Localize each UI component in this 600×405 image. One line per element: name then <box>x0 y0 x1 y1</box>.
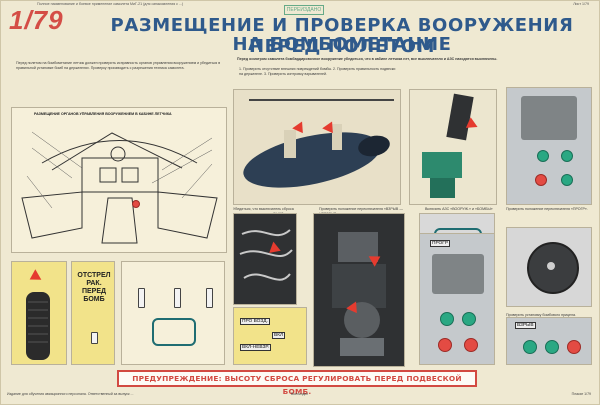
step-text-4: Проверить положение переключателя «ПРОГР… <box>506 207 588 211</box>
cockpit-drawing <box>21 131 218 244</box>
lever-image <box>422 93 474 198</box>
switch-label-4: ПРОГР <box>430 240 451 247</box>
intro-text: Перед полетом на бомбометание летчик дол… <box>16 61 221 70</box>
cockpit-heading: РАЗМЕЩЕНИЕ ОРГАНОВ УПРАВЛЕНИЯ ВООРУЖЕНИЕ… <box>34 112 172 116</box>
red-knob-4 <box>567 340 581 354</box>
mech-image <box>332 232 386 356</box>
green-knob-7 <box>545 340 559 354</box>
lever-panel <box>409 89 497 205</box>
control-panel-bottom-right: ВЗРЫВ <box>506 317 592 365</box>
title-line-2: НА БОМБОМЕТАНИЕ <box>232 34 452 55</box>
control-panel-top-right <box>506 87 592 205</box>
grip-image <box>26 292 50 360</box>
control-panel-box <box>521 96 577 140</box>
switch-label-1: ПРО ВОЗД. <box>240 318 270 325</box>
wire-panel <box>233 213 297 305</box>
top-left-small: Полное наименование и боевое применение … <box>37 2 184 6</box>
handle-label-panel: ОТСТРЕЛ РАК. ПЕРЕД БОМБ <box>71 261 115 365</box>
green-knob-6 <box>523 340 537 354</box>
title-line-1: РАЗМЕЩЕНИЕ И ПРОВЕРКА ВООРУЖЕНИЯ ПЕРЕД П… <box>110 15 574 57</box>
bottom-right: Плакат 1/79 <box>571 392 591 396</box>
red-knob-1 <box>535 174 547 186</box>
handle-label: ОТСТРЕЛ РАК. ПЕРЕД БОМБ <box>77 272 111 303</box>
bomb-points: 1. Проверить отсутствие внешних поврежде… <box>239 67 396 76</box>
green-knob-1 <box>537 150 549 162</box>
cockpit-red-marker <box>132 200 140 208</box>
label-panel: ПРО ВОЗД. ВКЛ ВКЛ-НЕВЗР. <box>233 307 307 365</box>
top-right-small: Лист 1/79 <box>573 2 589 6</box>
dial-panel <box>506 227 592 307</box>
switch-panel-1 <box>121 261 225 365</box>
switch-b <box>174 288 181 308</box>
bomb-intro: Перед осмотром самолета бомбардировочное… <box>237 57 498 61</box>
switch-label-2: ВКЛ <box>272 332 286 339</box>
header: 1/79 РАЗМЕЩЕНИЕ И ПРОВЕРКА ВООРУЖЕНИЯ ПЕ… <box>1 1 600 57</box>
bottom-left: Издание для обучения авиационного персон… <box>7 392 134 396</box>
cable-loop <box>152 318 196 346</box>
green-knob-4 <box>440 312 454 326</box>
red-knob-2 <box>438 338 452 352</box>
green-knob-3 <box>561 174 573 186</box>
handle-switch <box>91 332 98 344</box>
switch-a <box>138 288 145 308</box>
warning: ПРЕДУПРЕЖДЕНИЕ: ВЫСОТУ СБРОСА РЕГУЛИРОВА… <box>117 370 477 396</box>
dial-center <box>547 262 555 270</box>
switch-c <box>206 288 213 308</box>
bomb-image <box>243 99 394 188</box>
red-knob-3 <box>464 338 478 352</box>
cockpit-panel: РАЗМЕЩЕНИЕ ОРГАНОВ УПРАВЛЕНИЯ ВООРУЖЕНИЕ… <box>11 107 227 253</box>
switch-panel-box <box>432 254 484 294</box>
stamp: ПЕРЕИЗДАНО <box>284 5 324 15</box>
step-text-5: Проверить установку бомбового прицела. <box>506 313 577 317</box>
wire-image <box>239 229 293 281</box>
poster-number: 1/79 <box>9 5 64 35</box>
switch-label-3: ВКЛ-НЕВЗР. <box>240 344 271 351</box>
bomb-panel <box>233 89 401 205</box>
bottom-center: Воениздат <box>291 392 309 396</box>
green-knob-5 <box>462 312 476 326</box>
switch-label-5: ВЗРЫВ <box>515 322 536 329</box>
handle-panel <box>11 261 67 365</box>
switch-panel-2: ПРОГР <box>419 233 495 365</box>
mech-panel <box>313 213 405 367</box>
green-knob-2 <box>561 150 573 162</box>
